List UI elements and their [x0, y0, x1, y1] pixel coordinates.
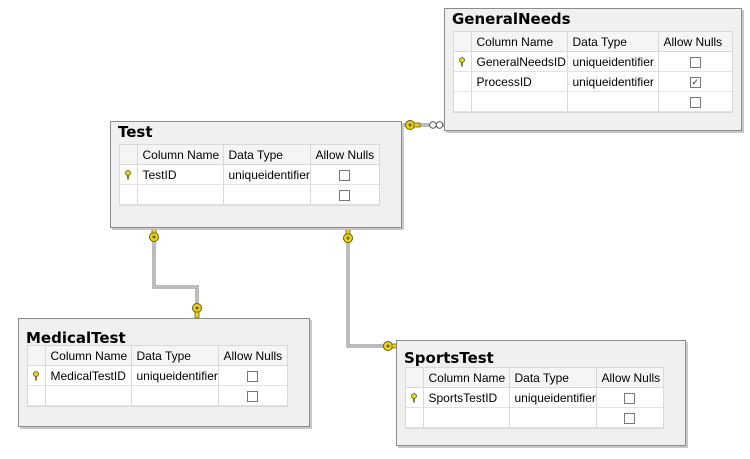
table-row-empty[interactable]: [454, 91, 732, 112]
column-name-cell[interactable]: ProcessID: [471, 71, 568, 92]
key-icon: [405, 120, 421, 130]
key-icon: [33, 371, 40, 381]
row-selector-header: [454, 32, 472, 52]
row-selector[interactable]: [406, 407, 424, 428]
data-type-cell[interactable]: uniqueidentifier: [567, 51, 659, 72]
column-name-cell[interactable]: [471, 91, 568, 112]
column-name-header: Column Name: [423, 368, 510, 388]
table-row[interactable]: ProcessID uniqueidentifier ✓: [454, 71, 732, 92]
allow-nulls-checkbox[interactable]: [624, 412, 636, 424]
allow-nulls-header: Allow Nulls: [310, 145, 379, 165]
allow-nulls-checkbox[interactable]: [689, 96, 701, 108]
grid-header-row: Column Name Data Type Allow Nulls: [28, 346, 287, 366]
grid-header-row: Column Name Data Type Allow Nulls: [454, 32, 732, 52]
table-title[interactable]: SportsTest: [404, 349, 494, 367]
allow-nulls-checkbox[interactable]: [247, 390, 259, 402]
table-row[interactable]: SportsTestID uniqueidentifier: [406, 387, 663, 408]
data-type-cell[interactable]: uniqueidentifier: [223, 164, 311, 185]
row-selector[interactable]: [120, 164, 138, 185]
row-selector[interactable]: [120, 184, 138, 205]
allow-nulls-checkbox[interactable]: [689, 56, 701, 68]
relationship-test-sportstest[interactable]: [343, 227, 399, 351]
table-row-empty[interactable]: [28, 385, 287, 406]
grid-header-row: Column Name Data Type Allow Nulls: [120, 145, 379, 165]
allow-nulls-checkbox[interactable]: [624, 392, 636, 404]
data-type-cell[interactable]: uniqueidentifier: [567, 71, 659, 92]
column-grid: Column Name Data Type Allow Nulls Sports…: [405, 367, 664, 429]
column-grid: Column Name Data Type Allow Nulls Genera…: [453, 31, 733, 113]
column-name-header: Column Name: [45, 346, 132, 366]
allow-nulls-cell[interactable]: [658, 51, 732, 72]
data-type-cell[interactable]: [131, 385, 219, 406]
key-icon: [149, 227, 159, 242]
column-name-cell[interactable]: [423, 407, 510, 428]
infinity-icon: [429, 121, 444, 129]
row-selector[interactable]: [454, 91, 472, 112]
relationship-test-generalneeds[interactable]: [402, 120, 446, 130]
row-selector-header: [406, 368, 424, 388]
data-type-header: Data Type: [131, 346, 219, 366]
table-row-empty[interactable]: [120, 184, 379, 205]
table-row[interactable]: GeneralNeedsID uniqueidentifier: [454, 51, 732, 72]
key-icon: [192, 303, 202, 319]
data-type-header: Data Type: [567, 32, 659, 52]
table-row[interactable]: MedicalTestID uniqueidentifier: [28, 365, 287, 386]
row-selector[interactable]: [28, 385, 46, 406]
row-selector-header: [120, 145, 138, 165]
column-grid: Column Name Data Type Allow Nulls TestID…: [119, 144, 380, 206]
data-type-header: Data Type: [223, 145, 311, 165]
column-grid: Column Name Data Type Allow Nulls Medica…: [27, 345, 288, 407]
allow-nulls-header: Allow Nulls: [658, 32, 732, 52]
table-test[interactable]: Test Column Name Data Type Allow Nulls T…: [110, 121, 402, 228]
table-title[interactable]: MedicalTest: [26, 329, 126, 347]
allow-nulls-cell[interactable]: [310, 184, 379, 205]
allow-nulls-cell[interactable]: ✓: [658, 71, 732, 92]
table-title[interactable]: GeneralNeeds: [452, 10, 571, 28]
data-type-cell[interactable]: uniqueidentifier: [131, 365, 219, 386]
column-name-header: Column Name: [137, 145, 224, 165]
allow-nulls-cell[interactable]: [596, 387, 663, 408]
allow-nulls-cell[interactable]: [596, 407, 663, 428]
table-sports-test[interactable]: SportsTest Column Name Data Type Allow N…: [396, 340, 686, 446]
column-name-cell[interactable]: GeneralNeedsID: [471, 51, 568, 72]
allow-nulls-cell[interactable]: [310, 164, 379, 185]
allow-nulls-header: Allow Nulls: [596, 368, 663, 388]
column-name-header: Column Name: [471, 32, 568, 52]
allow-nulls-checkbox[interactable]: [339, 169, 351, 181]
data-type-cell[interactable]: [223, 184, 311, 205]
table-row-empty[interactable]: [406, 407, 663, 428]
column-name-cell[interactable]: [45, 385, 132, 406]
key-icon: [125, 170, 132, 180]
data-type-cell[interactable]: [509, 407, 597, 428]
column-name-cell[interactable]: TestID: [137, 164, 224, 185]
data-type-header: Data Type: [509, 368, 597, 388]
data-type-cell[interactable]: uniqueidentifier: [509, 387, 597, 408]
row-selector[interactable]: [454, 51, 472, 72]
allow-nulls-checkbox[interactable]: [339, 189, 351, 201]
grid-header-row: Column Name Data Type Allow Nulls: [406, 368, 663, 388]
data-type-cell[interactable]: [567, 91, 659, 112]
column-name-cell[interactable]: MedicalTestID: [45, 365, 132, 386]
key-icon: [411, 393, 418, 403]
key-icon: [343, 227, 353, 243]
key-icon: [459, 57, 466, 67]
relationship-test-medicaltest[interactable]: [149, 227, 202, 319]
allow-nulls-cell[interactable]: [218, 365, 287, 386]
allow-nulls-cell[interactable]: [218, 385, 287, 406]
table-general-needs[interactable]: GeneralNeeds Column Name Data Type Allow…: [444, 8, 742, 131]
row-selector[interactable]: [454, 71, 472, 92]
allow-nulls-checkbox[interactable]: [247, 370, 259, 382]
allow-nulls-cell[interactable]: [658, 91, 732, 112]
row-selector-header: [28, 346, 46, 366]
column-name-cell[interactable]: [137, 184, 224, 205]
row-selector[interactable]: [406, 387, 424, 408]
allow-nulls-checkbox[interactable]: ✓: [689, 76, 701, 88]
allow-nulls-header: Allow Nulls: [218, 346, 287, 366]
table-row[interactable]: TestID uniqueidentifier: [120, 164, 379, 185]
table-medical-test[interactable]: MedicalTest Column Name Data Type Allow …: [18, 318, 310, 427]
row-selector[interactable]: [28, 365, 46, 386]
column-name-cell[interactable]: SportsTestID: [423, 387, 510, 408]
table-title[interactable]: Test: [118, 123, 153, 141]
